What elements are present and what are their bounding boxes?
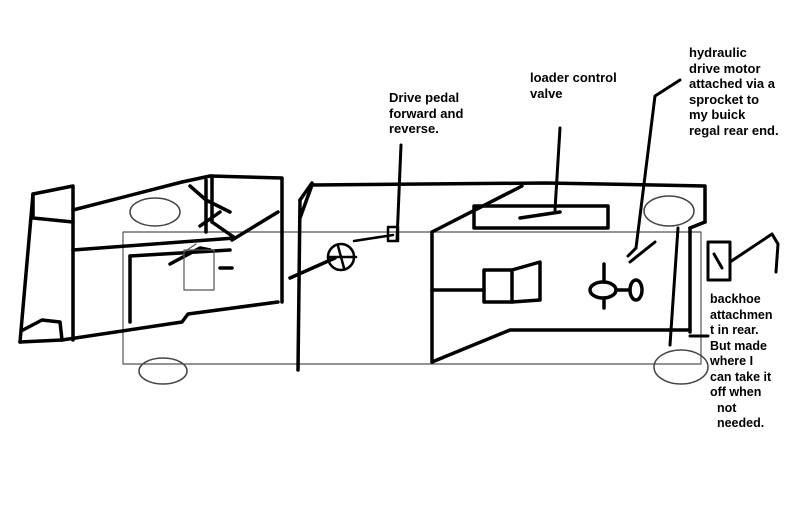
operator-seat: [183, 243, 215, 291]
control-valve-block: [430, 260, 542, 304]
backhoe-attachment: [668, 226, 780, 347]
hydraulic-drive-motor: [588, 262, 644, 310]
wheel-front-top: [129, 197, 181, 227]
chassis-frame: [122, 231, 702, 365]
loader-arms: [128, 174, 284, 324]
operator-body: [288, 181, 707, 372]
drive-pedal-symbol: [326, 143, 403, 272]
loader-valve-pointer: [553, 126, 562, 212]
wheel-rear-top: [643, 195, 695, 227]
wheel-front-bottom: [138, 357, 188, 385]
label-backhoe-attachment: backhoe attachmen t in rear. But made wh…: [710, 292, 773, 430]
loader-bucket: [18, 174, 280, 344]
label-hydraulic-drive-motor: hydraulic drive motor attached via a spr…: [689, 45, 779, 138]
label-drive-pedal: Drive pedal forward and reverse.: [389, 90, 464, 136]
rear-body: [430, 184, 707, 364]
label-loader-control-valve: loader control valve: [530, 70, 617, 101]
wheel-rear-bottom: [653, 349, 709, 385]
hydraulic-motor-pointer: [626, 78, 682, 264]
